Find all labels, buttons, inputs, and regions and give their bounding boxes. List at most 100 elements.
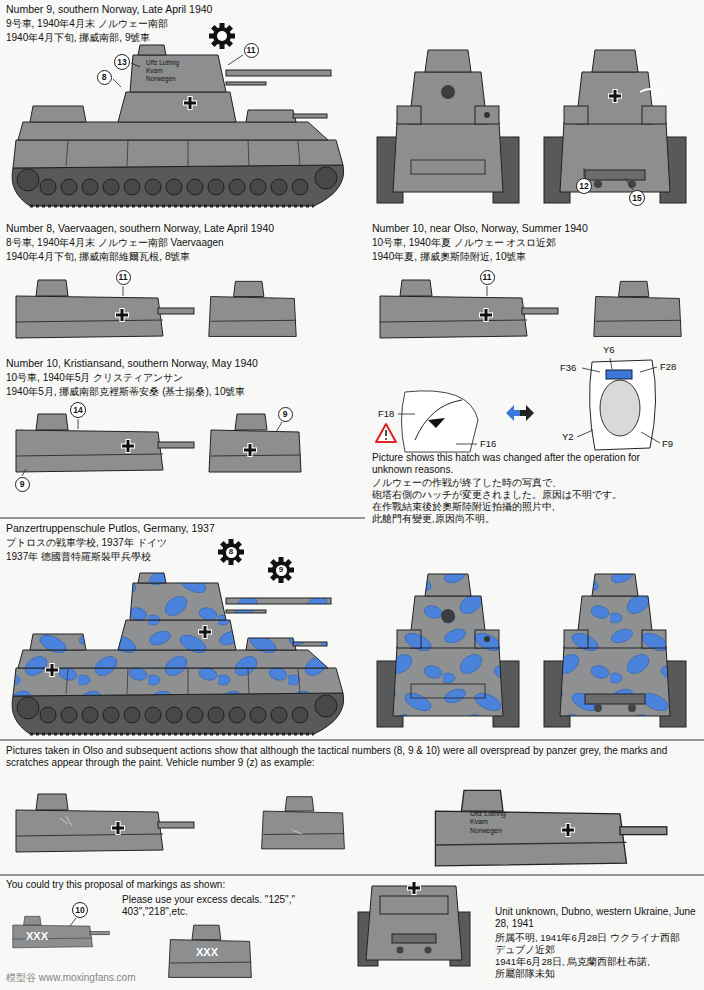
turret-side-view	[16, 280, 194, 338]
balkenkreuz	[608, 89, 622, 103]
caption-zh: 1940年4月下旬, 挪威南部, 9號車	[6, 32, 150, 44]
balkenkreuz	[115, 308, 129, 322]
section-heading: Unit unknown, Dubno, western Ukraine, Ju…	[495, 906, 700, 930]
turret-side-view	[380, 280, 558, 338]
callout-number: 11	[116, 270, 131, 285]
part-code: Y2	[562, 431, 574, 442]
callout-number: 14	[70, 402, 86, 418]
hatch	[600, 380, 640, 436]
part-code: F16	[480, 438, 496, 449]
callout-text: 10	[75, 906, 84, 915]
callout-text: 9	[283, 410, 288, 419]
callout-text: 15	[632, 194, 641, 203]
tank-side-view	[12, 45, 344, 206]
turret-rear-view	[262, 797, 345, 849]
scratch-mark	[60, 816, 72, 826]
callout-number: 11	[244, 43, 259, 58]
balkenkreuz	[45, 663, 59, 677]
callout-text: 9	[20, 480, 25, 489]
balkenkreuz	[198, 625, 212, 639]
section-heading: Number 10, near Olso, Norway, Summer 194…	[372, 222, 588, 235]
warning-sign	[385, 438, 387, 440]
callout-number: 13	[114, 54, 130, 70]
callout-number: 11	[480, 270, 495, 285]
tactical-number: XXX	[26, 930, 48, 943]
callout-text: 8	[102, 73, 107, 82]
balkenkreuz	[243, 443, 257, 457]
note-zh: 在作戰結束後於奧斯陸附近拍攝的照片中,	[372, 501, 555, 512]
caption-zh: 1940年夏, 挪威奧斯陸附近, 10號車	[372, 251, 526, 263]
note: Picture shows this hatch was changed aft…	[372, 452, 657, 476]
callout-text: 11	[483, 273, 492, 282]
hatch-plate	[590, 360, 656, 450]
tank-rear-view	[358, 886, 470, 966]
section-heading: Number 10, Kristiansand, southern Norway…	[6, 357, 258, 370]
turret-rear-view	[209, 281, 296, 336]
caption-zh: 1937年 德國普特羅斯裝甲兵學校	[6, 551, 151, 563]
callout-text: 8	[229, 548, 233, 556]
tactical-marker	[268, 557, 294, 583]
hatch-edge	[415, 400, 462, 440]
turret-side-view	[435, 790, 666, 865]
turret-marking: Uffz Luthrig Kvam Norwegen	[470, 810, 506, 835]
note-zh: 此艙門有變更,原因尚不明。	[372, 513, 495, 524]
callout-text: 11	[119, 273, 128, 282]
section-heading: Panzertruppenschule Putlos, Germany, 193…	[6, 522, 215, 535]
warning-sign	[376, 424, 396, 442]
callout-number: 8	[97, 70, 112, 85]
callout-text: 14	[73, 406, 82, 415]
caption-ja: 8号車, 1940年4月末 ノルウェー南部 Vaervaagen	[6, 237, 224, 249]
hatch-detail-outline	[402, 391, 479, 452]
separator	[0, 875, 704, 876]
caption-ja: デュブノ近郊	[495, 944, 555, 955]
swap-arrow	[520, 405, 534, 421]
hatch-handle	[428, 418, 445, 428]
part-code: F18	[378, 408, 394, 419]
section-heading: Number 8, Vaervaagen, southern Norway, L…	[6, 222, 274, 235]
balkenkreuz	[111, 821, 125, 835]
balkenkreuz	[183, 96, 197, 110]
caption-ja: プトロスの戦車学校, 1937年 ドイツ	[6, 537, 167, 549]
turret-side-view	[13, 916, 110, 947]
tank-rear-view-camo	[544, 574, 686, 727]
callout-text: 12	[579, 182, 588, 191]
caption-zh: 1941年6月28日, 烏克蘭西部杜布諾,	[495, 956, 650, 967]
part-code: F28	[660, 361, 676, 372]
watermark: 模型谷 www.moxingfans.com	[6, 972, 135, 984]
note-ja: 砲塔右側のハッチが変更されました。原因は不明です。	[372, 489, 622, 500]
callout-text: 13	[117, 58, 126, 67]
part-code: Y6	[603, 344, 615, 355]
caption-ja: 10号車, 1940年5月 クリスティアンサン	[6, 372, 183, 384]
turret-rear-view	[209, 414, 301, 472]
caption-ja: 10号車, 1940年夏 ノルウェー オスロ近郊	[372, 237, 556, 249]
leader-lines	[22, 55, 660, 926]
callout-number: 9	[15, 477, 30, 492]
balkenkreuz	[561, 823, 575, 837]
tank-rear-view	[544, 50, 686, 203]
hatch-clamp	[606, 370, 632, 379]
turret-side-view	[16, 794, 194, 852]
callout-number: 15	[629, 190, 645, 206]
turret-rear-view	[169, 925, 252, 977]
tactical-marker	[218, 539, 244, 565]
note: Pictures taken in Olso and subsequent ac…	[6, 745, 698, 769]
warning-sign	[385, 430, 387, 436]
balkenkreuz	[479, 308, 493, 322]
separator	[0, 740, 704, 741]
note: You could try this proposal of markings …	[6, 879, 225, 891]
section-heading: Number 9, southern Norway, Late April 19…	[6, 3, 212, 16]
turret-marking: Uffz Luthrig Kvam Norwegen	[146, 59, 180, 82]
tactical-number: XXX	[196, 946, 218, 959]
scratch-mark	[640, 89, 662, 92]
callout-text: 9	[279, 566, 283, 574]
tactical-marker-number: 9	[276, 565, 287, 576]
callout-text: 11	[247, 46, 256, 55]
caption-zh: 1940年5月, 挪威南部克裡斯蒂安桑 (基士揚桑), 10號車	[6, 386, 245, 398]
separator	[0, 518, 365, 519]
caption-zh: 1940年4月下旬, 挪威南部維爾瓦根, 8號車	[6, 251, 190, 263]
caption-ja: 所属不明, 1941年6月28日 ウクライナ西部	[495, 932, 680, 943]
callout-number: 9	[278, 407, 293, 422]
scratch-mark	[292, 830, 302, 834]
tactical-marker	[217, 31, 227, 41]
tactical-marker	[209, 23, 235, 49]
